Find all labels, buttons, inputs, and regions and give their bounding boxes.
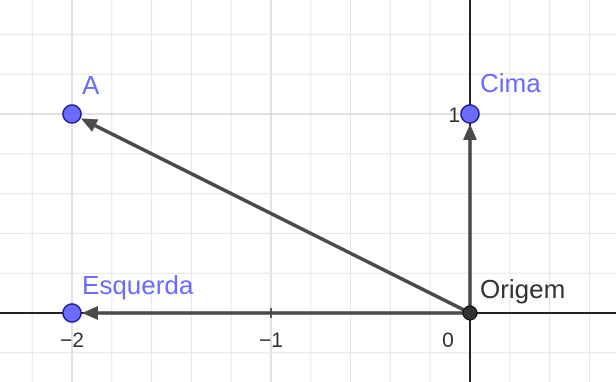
y-tick-label: 1 [448, 104, 460, 127]
x-tick-label: −2 [60, 329, 84, 352]
x-tick-label: 0 [442, 329, 454, 352]
point-cima[interactable] [460, 104, 480, 124]
point-origem[interactable] [462, 305, 478, 321]
vector-shaft [94, 124, 471, 315]
vector-origem-to-esquerda [82, 306, 470, 320]
vector-origem-to-cima [463, 124, 477, 313]
x-tick-label: −1 [259, 329, 283, 352]
point-label-esquerda: Esquerda [82, 270, 194, 300]
point-esquerda[interactable] [62, 303, 82, 323]
vectors [80, 118, 477, 320]
point-label-origem: Origem [480, 274, 565, 304]
vector-arrowhead [80, 118, 99, 132]
point-a[interactable] [62, 104, 82, 124]
point-label-cima: Cima [480, 68, 541, 98]
tick-labels: −2 −1 0 1 [60, 104, 475, 352]
vector-arrowhead [463, 124, 477, 140]
point-label-a: A [82, 70, 100, 100]
vector-arrowhead [82, 306, 98, 320]
vector-origem-to-a [80, 118, 471, 315]
